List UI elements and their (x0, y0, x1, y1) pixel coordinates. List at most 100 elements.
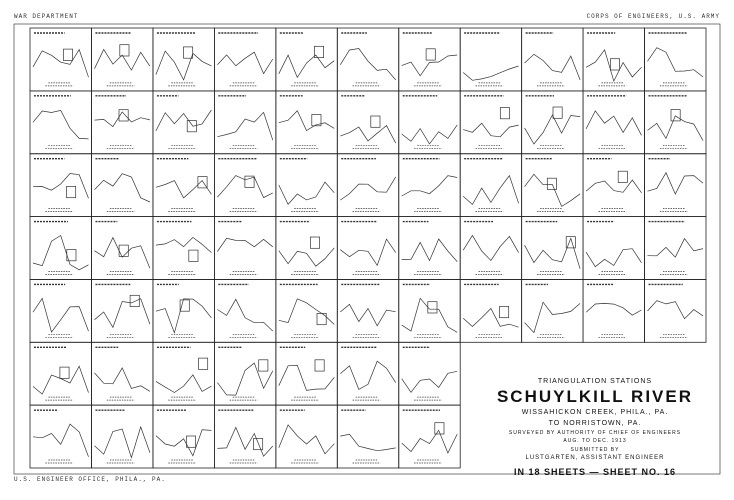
terrain-sketch-line (401, 370, 458, 393)
structure-sketch (258, 359, 269, 372)
station-sketch-frame (213, 404, 277, 469)
note-scribble (537, 208, 565, 212)
station-sketch-frame (29, 216, 92, 280)
structure-sketch (129, 294, 140, 307)
terrain-sketch-line (155, 179, 212, 199)
terrain-sketch-line (462, 234, 519, 262)
note-scribble (352, 396, 381, 401)
sheet-border (13, 23, 721, 475)
station-sketch-frame (91, 278, 154, 343)
terrain-sketch-line (94, 111, 150, 128)
terrain-sketch-line (94, 173, 151, 203)
station-sketch-frame (275, 341, 338, 406)
terrain-sketch-line (462, 174, 519, 206)
structure-sketch (66, 186, 77, 199)
office-footer: U.S. ENGINEER OFFICE, PHILA., PA. (14, 476, 166, 483)
station-sketch-frame (91, 27, 154, 92)
structure-sketch (670, 109, 681, 122)
note-scribble (45, 145, 74, 150)
terrain-sketch-line (155, 298, 212, 334)
station-sketch-frame (398, 341, 461, 406)
terrain-sketch-line (462, 65, 519, 81)
terrain-sketch-line (340, 360, 396, 390)
note-scribble (659, 208, 688, 212)
survey-authority: SURVEYED BY AUTHORITY OF CHIEF OF ENGINE… (508, 429, 682, 436)
terrain-sketch-line (524, 114, 581, 145)
station-sketch-frame (644, 27, 707, 92)
note-scribble (414, 82, 442, 87)
station-sketch-frame (275, 216, 338, 280)
note-scribble (168, 333, 196, 338)
station-sketch-frame (91, 216, 154, 280)
terrain-sketch-line (94, 48, 151, 71)
station-sketch-frame (275, 278, 338, 343)
station-sketch-frame (582, 216, 645, 280)
terrain-sketch-line (217, 362, 274, 396)
note-scribble (229, 271, 258, 275)
terrain-sketch-line (524, 173, 581, 207)
structure-sketch (63, 48, 73, 61)
terrain-sketch-line (647, 237, 704, 258)
sheet-subject: TRIANGULATION STATIONS (537, 378, 653, 385)
station-sketch-frame (29, 341, 92, 406)
note-scribble (414, 459, 442, 464)
station-sketch-frame (336, 27, 400, 92)
note-scribble (106, 82, 135, 87)
station-sketch-frame (29, 90, 92, 155)
note-scribble (168, 459, 196, 464)
station-sketch-frame (398, 27, 461, 92)
note-scribble (106, 271, 135, 275)
structure-sketch (179, 299, 190, 312)
terrain-sketch-line (278, 54, 335, 79)
structure-sketch (311, 114, 322, 127)
survey-dates: AUG. TO DEC. 1913 (563, 438, 627, 445)
terrain-sketch-line (217, 426, 274, 457)
note-scribble (106, 333, 135, 338)
station-sketch-frame (336, 216, 400, 280)
terrain-sketch-line (462, 307, 519, 328)
structure-sketch (59, 366, 70, 379)
structure-sketch (552, 106, 563, 119)
station-sketch-frame (336, 153, 400, 217)
note-scribble (106, 208, 135, 212)
terrain-sketch-line (524, 301, 581, 334)
note-scribble (414, 145, 442, 150)
structure-sketch (565, 236, 576, 249)
station-sketch-frame (91, 90, 154, 155)
station-sketch-frame (275, 90, 338, 155)
agency-header: WAR DEPARTMENT (14, 13, 79, 20)
note-scribble (229, 333, 258, 338)
note-scribble (659, 145, 688, 150)
note-scribble (291, 333, 319, 338)
station-sketch-frame (336, 404, 400, 469)
terrain-sketch-line (340, 433, 396, 452)
station-sketch-frame (213, 216, 277, 280)
terrain-sketch-line (647, 171, 704, 195)
station-sketch-frame (91, 404, 154, 469)
terrain-sketch-line (32, 48, 89, 78)
structure-sketch (617, 170, 628, 183)
terrain-sketch-line (340, 303, 396, 327)
terrain-sketch-line (217, 298, 274, 332)
note-scribble (291, 145, 319, 150)
note-scribble (106, 145, 135, 150)
note-scribble (291, 271, 319, 275)
note-scribble (45, 208, 74, 212)
terrain-sketch-line (278, 181, 335, 206)
terrain-sketch-line (32, 109, 89, 140)
station-sketch-frame (521, 27, 584, 92)
terrain-sketch-line (155, 374, 212, 393)
note-scribble (414, 396, 442, 401)
terrain-sketch-line (401, 297, 458, 333)
terrain-sketch-line (155, 429, 212, 457)
station-sketch-frame (213, 278, 277, 343)
note-scribble (352, 459, 381, 464)
terrain-sketch-line (340, 176, 396, 201)
structure-sketch (310, 236, 320, 249)
terrain-sketch-line (524, 237, 581, 269)
terrain-sketch-line (463, 122, 519, 138)
station-sketch-frame (29, 153, 92, 217)
terrain-sketch-line (94, 425, 151, 459)
station-sketch-frame (213, 341, 277, 406)
terrain-sketch-line (340, 48, 396, 81)
